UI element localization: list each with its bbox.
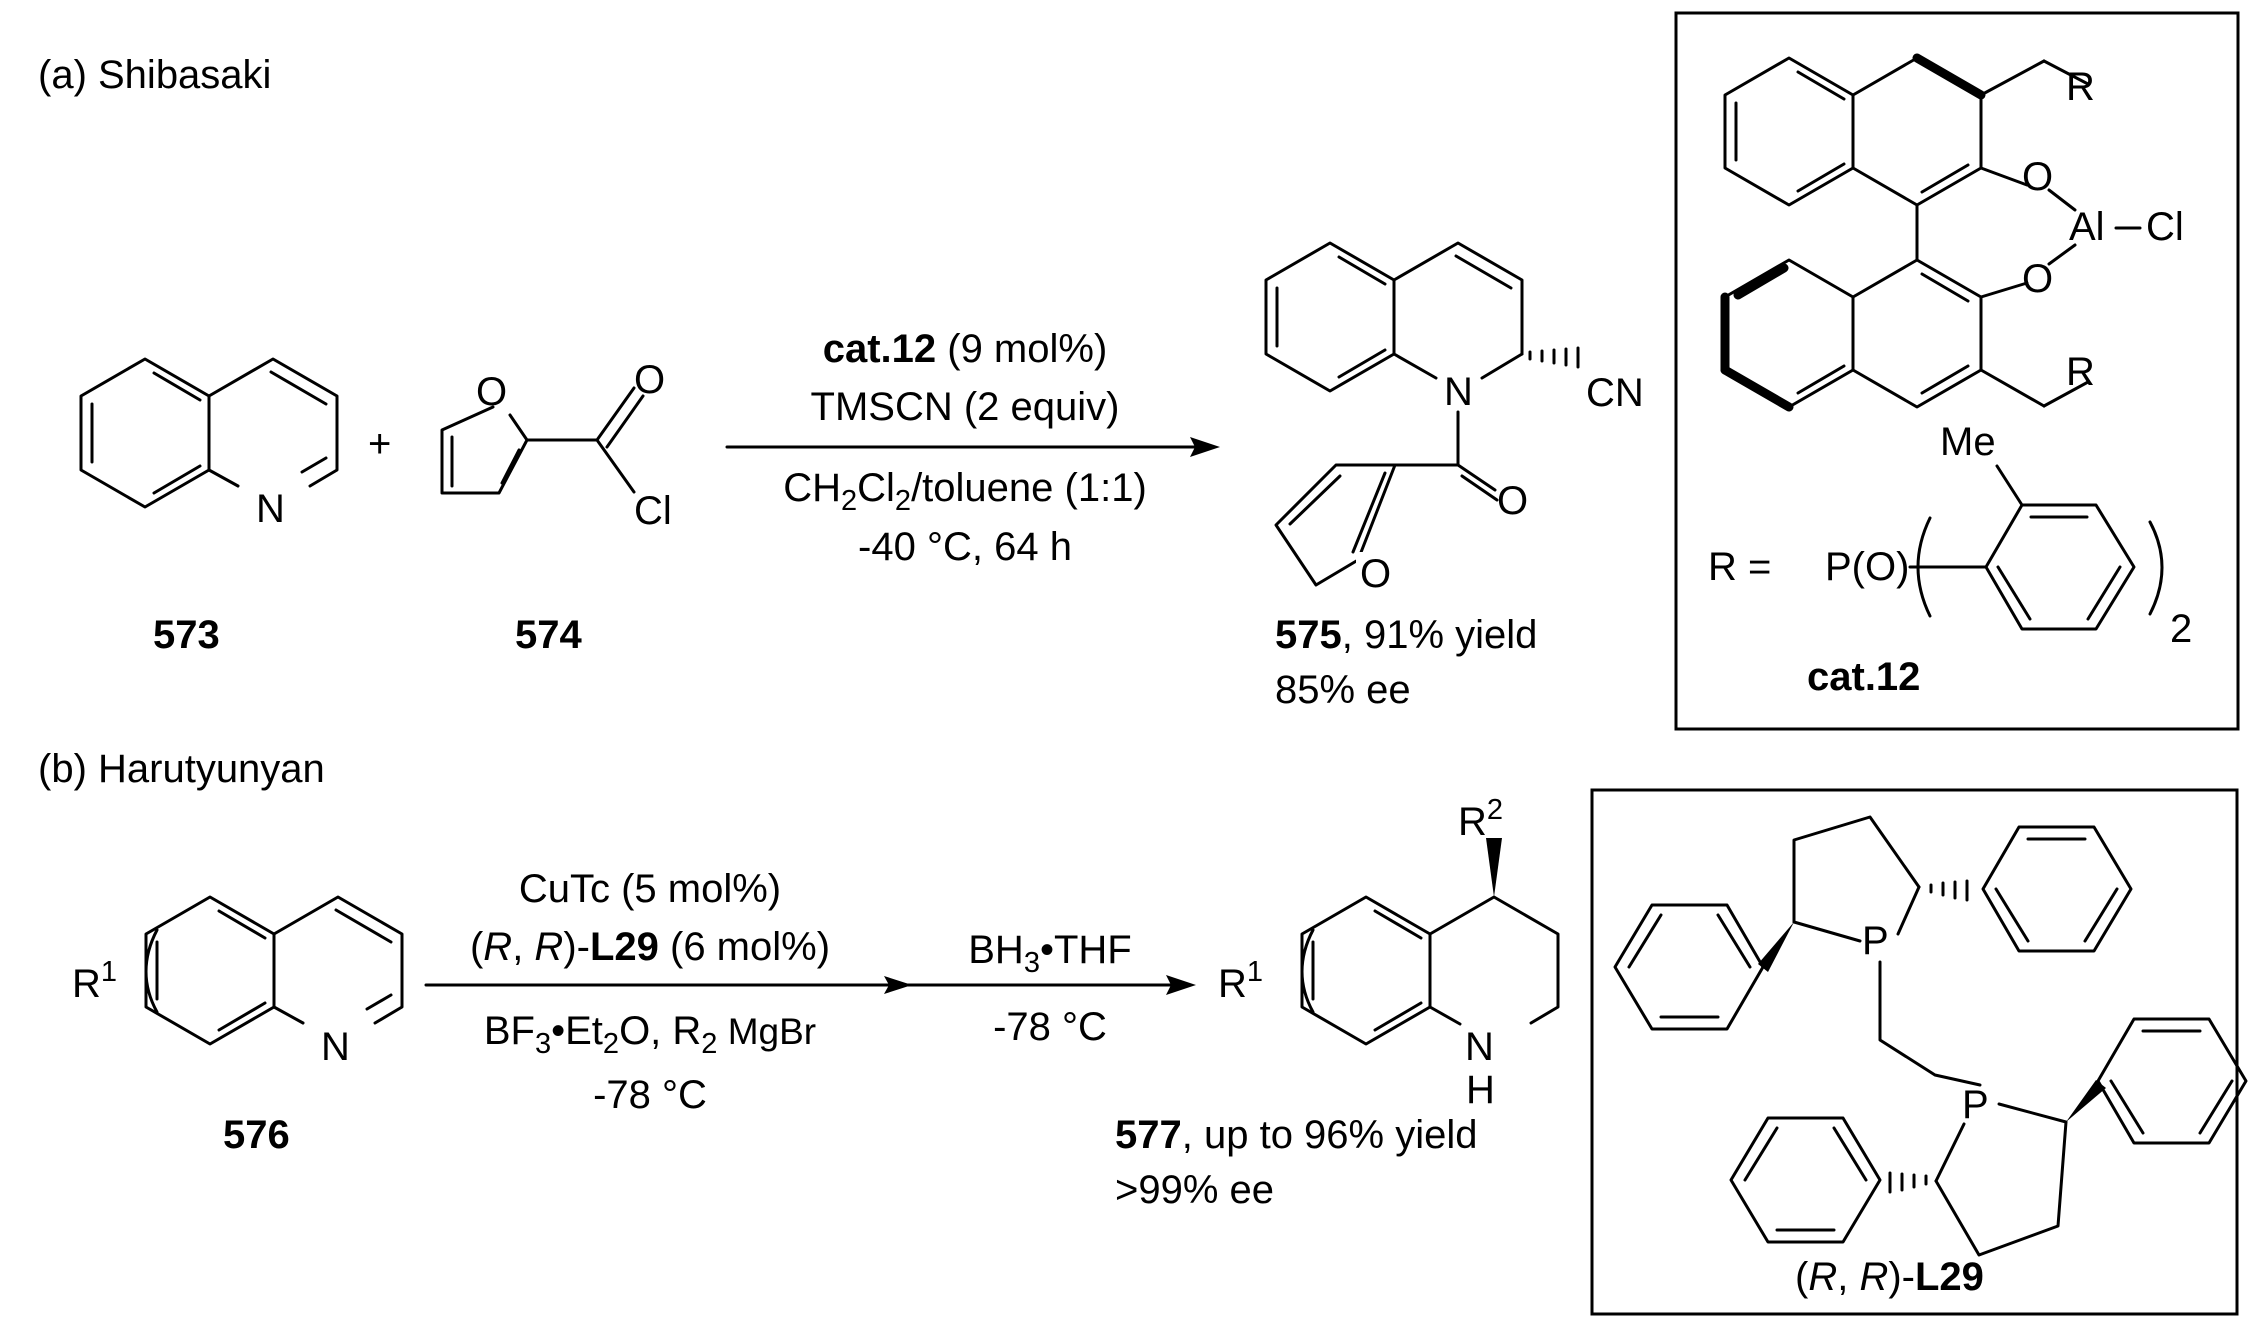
- atom-cl: Cl: [2146, 205, 2184, 249]
- panel-b-label: (b) Harutyunyan: [38, 747, 325, 791]
- compound-574-structure: O O Cl: [440, 358, 672, 533]
- atom-o: O: [476, 370, 507, 414]
- reagent-line-3: CH2Cl2/toluene (1:1): [783, 466, 1147, 517]
- reaction-arrow-b-2: [906, 975, 1196, 995]
- catalyst-cat12-structure: R O Al Cl O R R = P(O) Me 2: [1708, 53, 2192, 651]
- atom-cl: Cl: [634, 489, 672, 533]
- po-label: P(O): [1825, 545, 1909, 589]
- atom-n: N: [321, 1025, 350, 1069]
- compound-label-576: 576: [223, 1113, 290, 1157]
- atom-o: O: [634, 358, 665, 402]
- result-575-yield: 575, 91% yield: [1275, 613, 1537, 657]
- reaction-arrow-b-1: [424, 976, 912, 994]
- ligand-l29-structure: P P: [1613, 815, 2248, 1257]
- atom-o: O: [2022, 155, 2053, 199]
- hashed-wedge-bond: [1929, 879, 1969, 902]
- catalyst-label-cat12: cat.12: [1807, 655, 1920, 699]
- compound-573-structure: N: [79, 357, 339, 531]
- reagent-line-4: -40 °C, 64 h: [858, 525, 1072, 569]
- compound-label-573: 573: [153, 613, 220, 657]
- atom-al: Al: [2069, 205, 2105, 249]
- reagent-b-line-3: BF3•Et2O, R2 MgBr: [484, 1009, 816, 1060]
- result-575-ee: 85% ee: [1275, 668, 1411, 712]
- compound-575-structure: N CN O O: [1264, 241, 1644, 596]
- substituent-r1: R1: [72, 956, 117, 1006]
- atom-r: R: [2066, 350, 2095, 394]
- atom-p: P: [1862, 919, 1889, 963]
- atom-r: R: [2066, 65, 2095, 109]
- atom-o: O: [1497, 479, 1528, 523]
- reagent-b-line-2: (R, R)-L29 (6 mol%): [470, 925, 830, 969]
- panel-a-label: (a) Shibasaki: [38, 53, 271, 97]
- atom-cn: CN: [1586, 371, 1644, 415]
- compound-577-structure: R2 N H R1: [1218, 794, 1560, 1112]
- atom-n: N: [1444, 370, 1473, 414]
- reagent-b2-line-2: -78 °C: [993, 1005, 1107, 1049]
- reagent-line-2: TMSCN (2 equiv): [811, 385, 1120, 429]
- atom-p: P: [1962, 1083, 1989, 1127]
- reaction-arrow-a: [725, 437, 1220, 457]
- compound-label-574: 574: [515, 613, 582, 657]
- reagent-line-1: cat.12 (9 mol%): [823, 327, 1108, 371]
- hashed-wedge-bond: [1888, 1171, 1928, 1194]
- substituent-r1: R1: [1218, 956, 1263, 1006]
- reagent-b2-line-1: BH3•THF: [968, 928, 1131, 979]
- catalyst-box-cat12: [1674, 11, 2240, 731]
- result-577-yield: 577, up to 96% yield: [1115, 1113, 1478, 1157]
- reagent-b-line-4: -78 °C: [593, 1073, 707, 1117]
- substituent-r2: R2: [1458, 794, 1503, 844]
- ligand-label-l29: (R, R)-L29: [1795, 1255, 1984, 1299]
- plus-sign: +: [368, 422, 391, 466]
- compound-576-structure: N R1: [72, 895, 404, 1069]
- atom-o: O: [1360, 552, 1391, 596]
- atom-n: N: [256, 487, 285, 531]
- r-definition-label: R =: [1708, 545, 1771, 589]
- ligand-box-l29: [1590, 788, 2239, 1316]
- atom-n: N: [1465, 1025, 1494, 1069]
- atom-o: O: [2022, 257, 2053, 301]
- methyl-label: Me: [1940, 420, 1996, 464]
- hashed-wedge-bond: [1528, 346, 1580, 369]
- subscript-2: 2: [2170, 607, 2192, 651]
- atom-h: H: [1466, 1068, 1495, 1112]
- reagent-b-line-1: CuTc (5 mol%): [519, 867, 781, 911]
- result-577-ee: >99% ee: [1115, 1168, 1274, 1212]
